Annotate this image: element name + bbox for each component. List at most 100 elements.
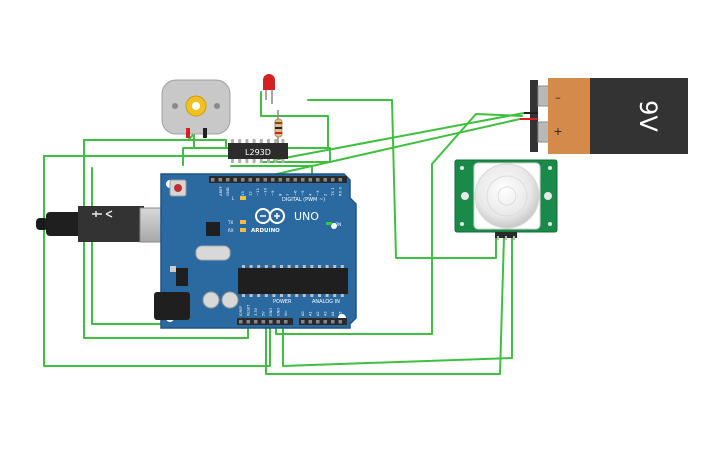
led[interactable] bbox=[263, 74, 275, 104]
header-socket[interactable] bbox=[226, 178, 230, 182]
atmega-pin bbox=[249, 294, 253, 297]
header-socket[interactable] bbox=[284, 320, 288, 324]
chip-pin[interactable] bbox=[281, 159, 285, 163]
dc-motor[interactable] bbox=[161, 79, 231, 138]
motor-shaft bbox=[192, 102, 200, 110]
wire-14[interactable] bbox=[265, 235, 505, 375]
atmega-pin bbox=[257, 265, 261, 268]
power-pin-label: GND bbox=[277, 308, 281, 316]
wire-1[interactable] bbox=[182, 91, 329, 166]
battery-9v[interactable]: – + 9V bbox=[520, 78, 688, 154]
atmega-pin bbox=[318, 265, 321, 268]
resistor[interactable] bbox=[274, 110, 283, 146]
wire-13[interactable] bbox=[282, 235, 513, 367]
pir-pot-right[interactable] bbox=[544, 192, 552, 200]
digital-pin-label: ~5 bbox=[300, 190, 305, 196]
chip-pin[interactable] bbox=[252, 139, 256, 143]
wire-4[interactable] bbox=[43, 155, 271, 367]
atmega-pin bbox=[280, 265, 283, 268]
atmega-pin bbox=[333, 294, 337, 297]
chip-pin[interactable] bbox=[259, 139, 263, 143]
rx-label: RX bbox=[228, 228, 234, 233]
capacitor-2 bbox=[221, 291, 239, 309]
header-socket[interactable] bbox=[278, 178, 283, 182]
header-socket[interactable] bbox=[241, 178, 245, 182]
header-socket[interactable] bbox=[323, 320, 328, 324]
l293d-chip[interactable]: L293D bbox=[228, 139, 288, 163]
header-socket[interactable] bbox=[308, 320, 313, 324]
chip-pin[interactable] bbox=[231, 159, 234, 163]
header-socket[interactable] bbox=[211, 178, 215, 182]
arduino-infinity-logo-icon bbox=[255, 208, 285, 224]
chip-pin[interactable] bbox=[252, 159, 256, 163]
analog-header[interactable] bbox=[299, 318, 347, 325]
analog-pin-label: A1 bbox=[309, 311, 313, 316]
board-model: UNO bbox=[294, 210, 319, 223]
chip-pin[interactable] bbox=[259, 159, 263, 163]
header-socket[interactable] bbox=[331, 320, 335, 324]
header-socket[interactable] bbox=[338, 320, 343, 324]
chip-pin[interactable] bbox=[267, 139, 270, 143]
header-socket[interactable] bbox=[286, 178, 290, 182]
chip-pin[interactable] bbox=[274, 139, 278, 143]
analog-pin-label: A3 bbox=[324, 311, 328, 316]
chip-pin[interactable] bbox=[274, 159, 278, 163]
header-socket[interactable] bbox=[301, 178, 305, 182]
header-socket[interactable] bbox=[316, 178, 320, 182]
wire-10[interactable] bbox=[273, 112, 525, 161]
header-socket[interactable] bbox=[323, 178, 328, 182]
crystal bbox=[195, 245, 231, 261]
chip-pin[interactable] bbox=[231, 139, 234, 143]
header-socket[interactable] bbox=[301, 320, 305, 324]
header-socket[interactable] bbox=[256, 178, 260, 182]
header-socket[interactable] bbox=[218, 178, 223, 182]
header-socket[interactable] bbox=[246, 320, 251, 324]
wire-12[interactable] bbox=[275, 113, 523, 335]
pir-pin-header bbox=[495, 232, 517, 238]
digital-pin-label: RX 0 bbox=[338, 187, 343, 196]
chip-pin[interactable] bbox=[238, 139, 242, 143]
chip-pin[interactable] bbox=[245, 139, 249, 143]
power-pin-label: Vin bbox=[284, 310, 288, 316]
header-socket[interactable] bbox=[248, 178, 253, 182]
motor-terminal-red[interactable] bbox=[186, 128, 190, 138]
arduino-uno-board[interactable]: L TX RX UNO ARDUINO DIGITAL (PWM ~) ON P… bbox=[154, 173, 357, 329]
chip-pin[interactable] bbox=[245, 159, 249, 163]
atmega-pin bbox=[310, 294, 314, 297]
header-socket[interactable] bbox=[293, 178, 298, 182]
header-socket[interactable] bbox=[261, 320, 266, 324]
wire-8[interactable] bbox=[307, 99, 497, 259]
atmega-pin bbox=[242, 265, 245, 268]
motor-screw-left bbox=[172, 103, 178, 109]
header-socket[interactable] bbox=[276, 320, 281, 324]
header-socket[interactable] bbox=[254, 320, 258, 324]
header-socket[interactable] bbox=[308, 178, 313, 182]
header-socket[interactable] bbox=[338, 178, 343, 182]
header-socket[interactable] bbox=[316, 320, 320, 324]
chip-pin[interactable] bbox=[281, 139, 285, 143]
header-socket[interactable] bbox=[271, 178, 275, 182]
power-pin-label: 3.3V bbox=[254, 307, 258, 316]
pir-pot-left[interactable] bbox=[461, 192, 469, 200]
header-socket[interactable] bbox=[233, 178, 238, 182]
wire-3[interactable] bbox=[83, 139, 227, 149]
battery-minus-symbol: – bbox=[555, 91, 561, 104]
wire-11[interactable] bbox=[249, 118, 521, 181]
battery-body bbox=[590, 78, 688, 154]
pir-sensor[interactable] bbox=[454, 159, 558, 240]
digital-header[interactable] bbox=[209, 176, 347, 183]
power-pin-label: IOREF bbox=[239, 306, 243, 316]
header-socket[interactable] bbox=[331, 178, 335, 182]
header-socket[interactable] bbox=[269, 320, 273, 324]
digital-pin-label: 4 bbox=[308, 193, 313, 196]
digital-pin-label: 12 bbox=[248, 191, 253, 196]
chip-pin[interactable] bbox=[238, 159, 242, 163]
digital-pin-label: ~11 bbox=[255, 187, 260, 196]
wire-9[interactable] bbox=[261, 147, 331, 163]
atmega-chip bbox=[238, 268, 348, 294]
motor-terminal-black[interactable] bbox=[203, 128, 207, 138]
header-socket[interactable] bbox=[263, 178, 268, 182]
chip-pins-bottom bbox=[231, 159, 285, 163]
header-socket[interactable] bbox=[239, 320, 243, 324]
chip-pin[interactable] bbox=[267, 159, 270, 163]
